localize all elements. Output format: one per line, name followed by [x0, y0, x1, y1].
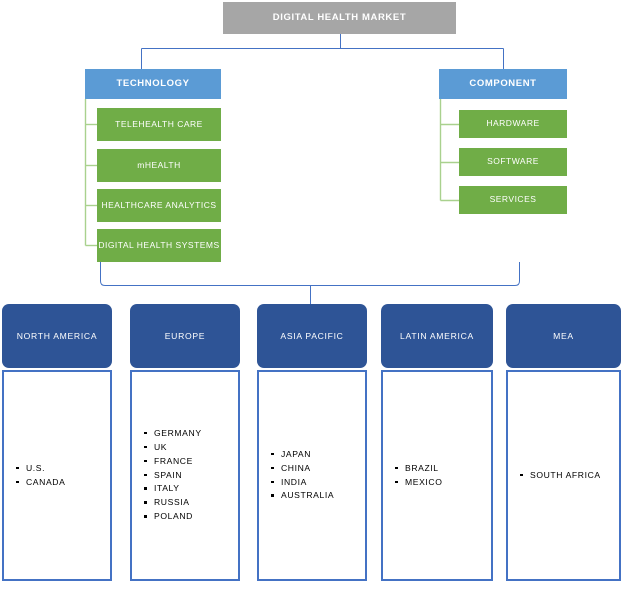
region-header-latin-america[interactable]: LATIN AMERICA [381, 304, 493, 368]
region-header-asia-pacific[interactable]: ASIA PACIFIC [257, 304, 367, 368]
country-list-item: ITALY [144, 482, 202, 496]
country-list-item: INDIA [270, 476, 334, 490]
component-branch-connector [439, 99, 459, 202]
country-list-item: CANADA [15, 476, 65, 490]
regions-bracket-connector [100, 262, 520, 304]
leaf-node-mhealth[interactable]: mHEALTH [97, 149, 221, 182]
country-list-item: FRANCE [144, 455, 202, 469]
region-header-mea[interactable]: MEA [506, 304, 621, 368]
country-list-item: SOUTH AFRICA [520, 469, 601, 483]
leaf-node-digital-health-systems[interactable]: DIGITAL HEALTH SYSTEMS [97, 229, 221, 262]
leaf-node-services[interactable]: SERVICES [459, 186, 567, 214]
country-list-mea: SOUTH AFRICA [508, 469, 601, 483]
leaf-node-software[interactable]: SOFTWARE [459, 148, 567, 176]
country-list-item: MEXICO [395, 476, 443, 490]
technology-branch-connector [84, 99, 97, 247]
country-list-item: CHINA [270, 462, 334, 476]
region-box-mea: SOUTH AFRICA [506, 370, 621, 581]
region-box-north-america: U.S.CANADA [2, 370, 112, 581]
category-node-component[interactable]: COMPONENT [439, 69, 567, 99]
country-list-item: BRAZIL [395, 462, 443, 476]
category-node-technology[interactable]: TECHNOLOGY [85, 69, 221, 99]
country-list-item: UK [144, 441, 202, 455]
country-list-item: SPAIN [144, 469, 202, 483]
region-header-north-america[interactable]: NORTH AMERICA [2, 304, 112, 368]
leaf-node-hardware[interactable]: HARDWARE [459, 110, 567, 138]
leaf-node-healthcare-analytics[interactable]: HEALTHCARE ANALYTICS [97, 189, 221, 222]
country-list-item: GERMANY [144, 427, 202, 441]
country-list-item: POLAND [144, 510, 202, 524]
root-to-categories-connector [141, 34, 504, 69]
country-list-item: JAPAN [270, 448, 334, 462]
country-list-item: U.S. [15, 462, 65, 476]
region-header-europe[interactable]: EUROPE [130, 304, 240, 368]
country-list-item: RUSSIA [144, 496, 202, 510]
country-list-north-america: U.S.CANADA [4, 462, 65, 490]
country-list-item: AUSTRALIA [270, 489, 334, 503]
root-node-digital-health-market[interactable]: DIGITAL HEALTH MARKET [223, 2, 456, 34]
leaf-node-telehealth-care[interactable]: TELEHEALTH CARE [97, 108, 221, 141]
